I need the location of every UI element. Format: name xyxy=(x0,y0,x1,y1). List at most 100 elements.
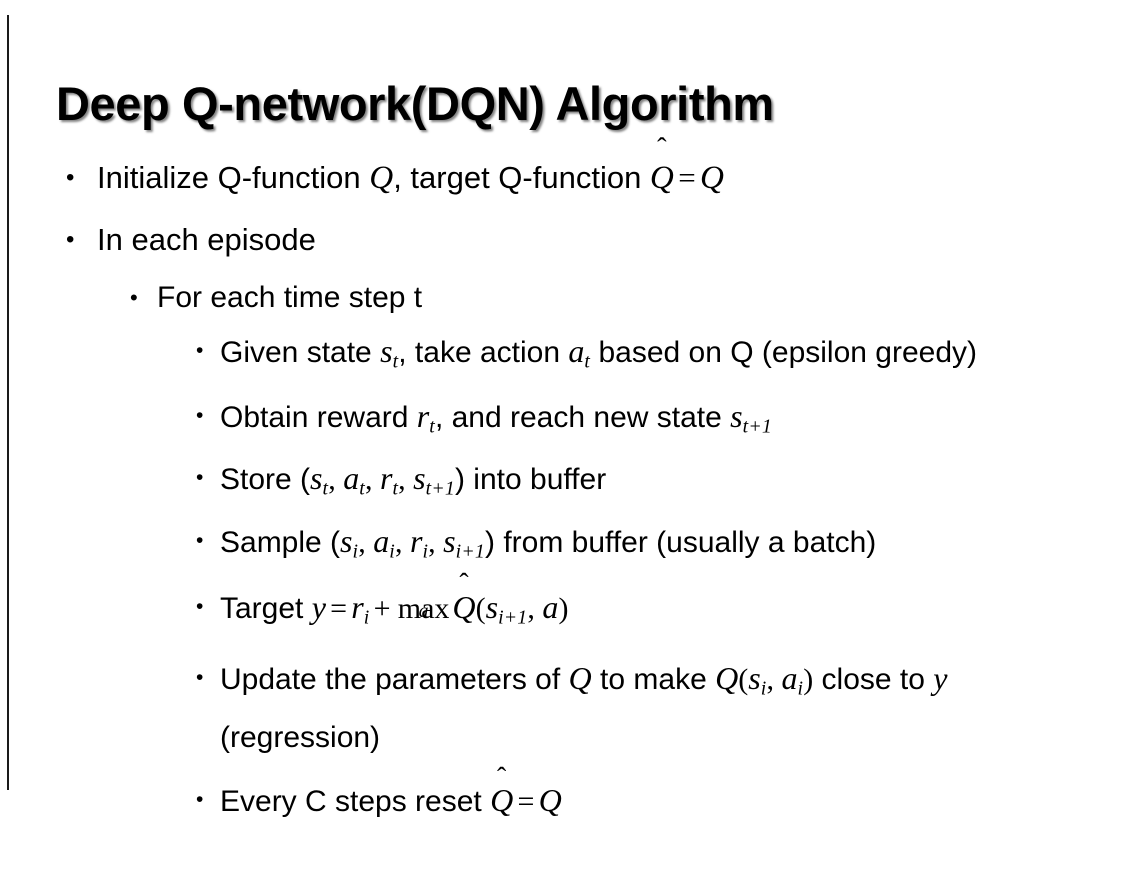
math-a: a xyxy=(343,460,360,497)
math-s: s xyxy=(380,333,393,369)
text-run: Initialize Q-function xyxy=(97,160,370,195)
math-subscript: t xyxy=(322,477,329,500)
math-q-hat-base: Q xyxy=(452,589,476,626)
math-a: a xyxy=(542,589,559,626)
bullet-initialize-text: Initialize Q-function Q, target Q-functi… xyxy=(97,148,1124,208)
bullet-every-c-steps-reset: • Every C steps reset Q̂=Q xyxy=(0,775,1124,827)
math-plus: + xyxy=(373,592,391,626)
math-max-label: max xyxy=(397,592,450,626)
text-run: close to xyxy=(813,662,934,696)
math-y: y xyxy=(311,589,326,626)
text-run: , xyxy=(358,525,374,559)
bullet-for-each-time-step-text: For each time step t xyxy=(157,281,423,314)
text-run: , xyxy=(394,525,410,559)
math-subscript: t+1 xyxy=(742,415,772,438)
math-a: a xyxy=(373,522,390,559)
math-q: Q xyxy=(538,782,562,819)
math-s: s xyxy=(485,589,499,626)
text-run: to make xyxy=(591,662,716,696)
bullet-marker-icon: • xyxy=(130,285,138,310)
slide-body: • Initialize Q-function Q, target Q-func… xyxy=(0,148,1124,827)
math-subscript: i xyxy=(760,677,767,700)
math-r: r xyxy=(379,460,393,497)
bullet-update-parameters-text: Update the parameters of Q to make Q(si,… xyxy=(220,653,1098,764)
bullet-initialize: • Initialize Q-function Q, target Q-func… xyxy=(0,148,1124,208)
math-q: Q xyxy=(568,659,592,696)
math-r: r xyxy=(409,522,423,559)
bullet-store: • Store (st, at, rt, st+1) into buffer xyxy=(0,453,1124,514)
math-q-hat-base: Q xyxy=(649,159,674,196)
math-equals: = xyxy=(678,160,696,195)
math-subscript: t xyxy=(584,350,591,373)
text-run: , xyxy=(398,463,414,497)
math-subscript: i xyxy=(422,540,429,563)
bullet-given-state: • Given state st, take action at based o… xyxy=(0,326,1124,387)
math-r: r xyxy=(416,397,430,434)
bullet-marker-icon: • xyxy=(66,164,75,191)
math-r: r xyxy=(351,589,364,626)
math-paren-open: ( xyxy=(738,662,749,696)
math-s: s xyxy=(310,460,323,497)
math-subscript: t xyxy=(429,415,435,438)
text-run: , target Q-function xyxy=(393,160,650,195)
math-s: s xyxy=(443,522,456,559)
bullet-obtain-reward-text: Obtain reward rt, and reach new state st… xyxy=(220,391,1098,452)
math-q: Q xyxy=(700,159,724,196)
math-q-hat: Q̂ xyxy=(650,148,674,208)
text-run: ) into buffer xyxy=(454,463,607,497)
bullet-sample-text: Sample (si, ai, ri, si+1) from buffer (u… xyxy=(220,516,1098,577)
bullet-sample: • Sample (si, ai, ri, si+1) from buffer … xyxy=(0,516,1124,577)
math-s: s xyxy=(340,522,353,559)
math-equals: = xyxy=(517,785,535,819)
page-title: Deep Q-network(DQN) Algorithm xyxy=(56,77,774,131)
bullet-marker-icon: • xyxy=(196,403,204,427)
math-subscript: i+1 xyxy=(455,540,485,563)
text-run: Store ( xyxy=(220,463,311,497)
bullet-in-each-episode: • In each episode xyxy=(0,210,1124,270)
math-a: a xyxy=(568,333,585,369)
math-paren-close: ) xyxy=(558,592,569,626)
math-y: y xyxy=(933,659,948,696)
bullet-marker-icon: • xyxy=(196,665,204,689)
math-q-hat: Q̂ xyxy=(452,582,475,634)
math-subscript: t xyxy=(392,350,399,373)
text-run: Sample ( xyxy=(220,525,341,559)
bullet-for-each-time-step: • For each time step t xyxy=(0,272,1124,324)
bullet-store-text: Store (st, at, rt, st+1) into buffer xyxy=(220,453,1098,514)
text-run: , xyxy=(527,592,543,626)
math-subscript: i xyxy=(352,540,359,563)
math-s: s xyxy=(748,659,761,696)
bullet-given-state-text: Given state st, take action at based on … xyxy=(220,326,1098,387)
math-subscript: t+1 xyxy=(425,477,455,500)
math-a: a xyxy=(781,659,798,696)
bullet-obtain-reward: • Obtain reward rt, and reach new state … xyxy=(0,391,1124,452)
math-q-hat: Q̂ xyxy=(490,775,513,827)
math-max-underset: a xyxy=(418,600,429,623)
math-subscript: i xyxy=(389,540,395,563)
bullet-marker-icon: • xyxy=(196,466,204,490)
text-run: (regression) xyxy=(220,721,381,755)
text-run: , take action xyxy=(398,336,569,369)
text-run: Given state xyxy=(220,336,381,369)
math-paren-open: ( xyxy=(475,592,486,626)
math-subscript: t xyxy=(359,477,365,500)
math-subscript: i xyxy=(363,606,370,629)
math-q-hat-base: Q xyxy=(490,782,514,819)
math-s: s xyxy=(413,460,426,497)
bullet-marker-icon: • xyxy=(196,339,204,362)
text-run: Update the parameters of xyxy=(220,662,569,696)
text-run: based on Q (epsilon greedy) xyxy=(590,336,978,369)
math-subscript: i xyxy=(797,677,804,700)
text-run: Every C steps reset xyxy=(220,785,491,819)
text-run: , xyxy=(328,463,344,497)
text-run: Target xyxy=(220,592,312,626)
bullet-every-c-steps-reset-text: Every C steps reset Q̂=Q xyxy=(220,775,1098,827)
bullet-marker-icon: • xyxy=(66,226,75,253)
left-accent-rule xyxy=(7,15,9,790)
math-subscript: i+1 xyxy=(498,606,528,629)
bullet-marker-icon: • xyxy=(196,528,204,552)
text-run: ) from buffer (usually a batch) xyxy=(485,525,877,559)
